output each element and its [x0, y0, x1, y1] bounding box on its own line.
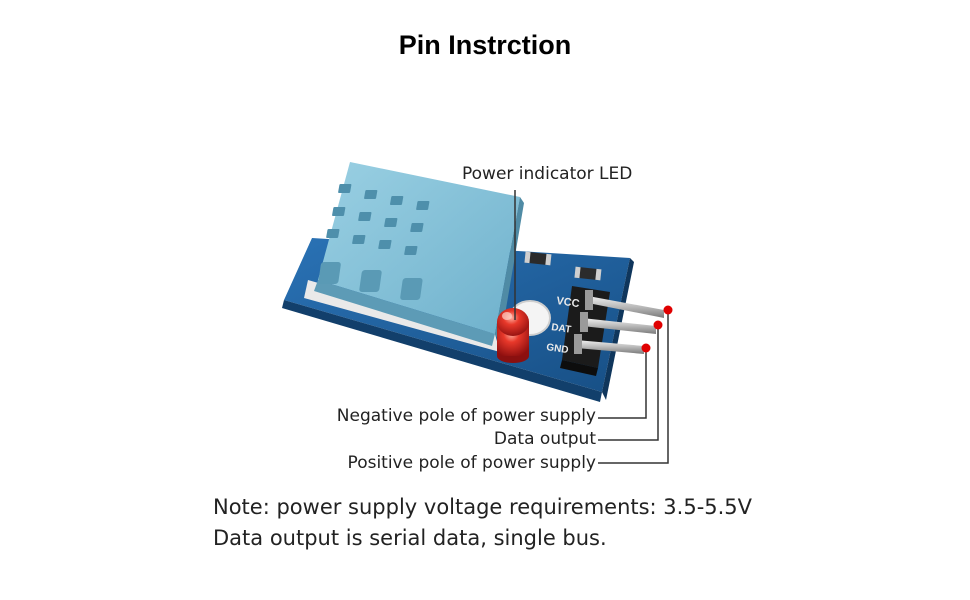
note-line-serial: Data output is serial data, single bus. — [213, 526, 607, 550]
label-data-output: Data output — [493, 429, 596, 449]
smd-resistor-1 — [524, 251, 552, 266]
silkscreen-dat: DAT — [551, 322, 572, 336]
leader-lines — [514, 190, 669, 464]
label-power-indicator-led: Power indicator LED — [462, 164, 633, 184]
sensor-vent-holes — [326, 184, 430, 255]
humidity-sensor-housing — [304, 162, 524, 352]
label-positive-pole: Positive pole of power supply — [347, 453, 596, 473]
sensor-bottom-slots — [318, 262, 423, 300]
pin-data — [580, 312, 656, 334]
pin-positive — [585, 290, 664, 318]
silkscreen-gnd: GND — [546, 342, 570, 356]
marker-data — [653, 320, 663, 330]
smd-resistor-2 — [574, 266, 602, 281]
silkscreen-vcc: VCC — [556, 295, 581, 310]
note-line-voltage: Note: power supply voltage requirements:… — [213, 495, 753, 519]
power-indicator-led — [497, 308, 529, 363]
label-negative-pole: Negative pole of power supply — [336, 406, 596, 426]
marker-negative — [641, 343, 651, 353]
pin-negative — [574, 334, 644, 354]
marker-positive — [663, 305, 673, 315]
page-title: Pin Instrction — [398, 30, 572, 60]
